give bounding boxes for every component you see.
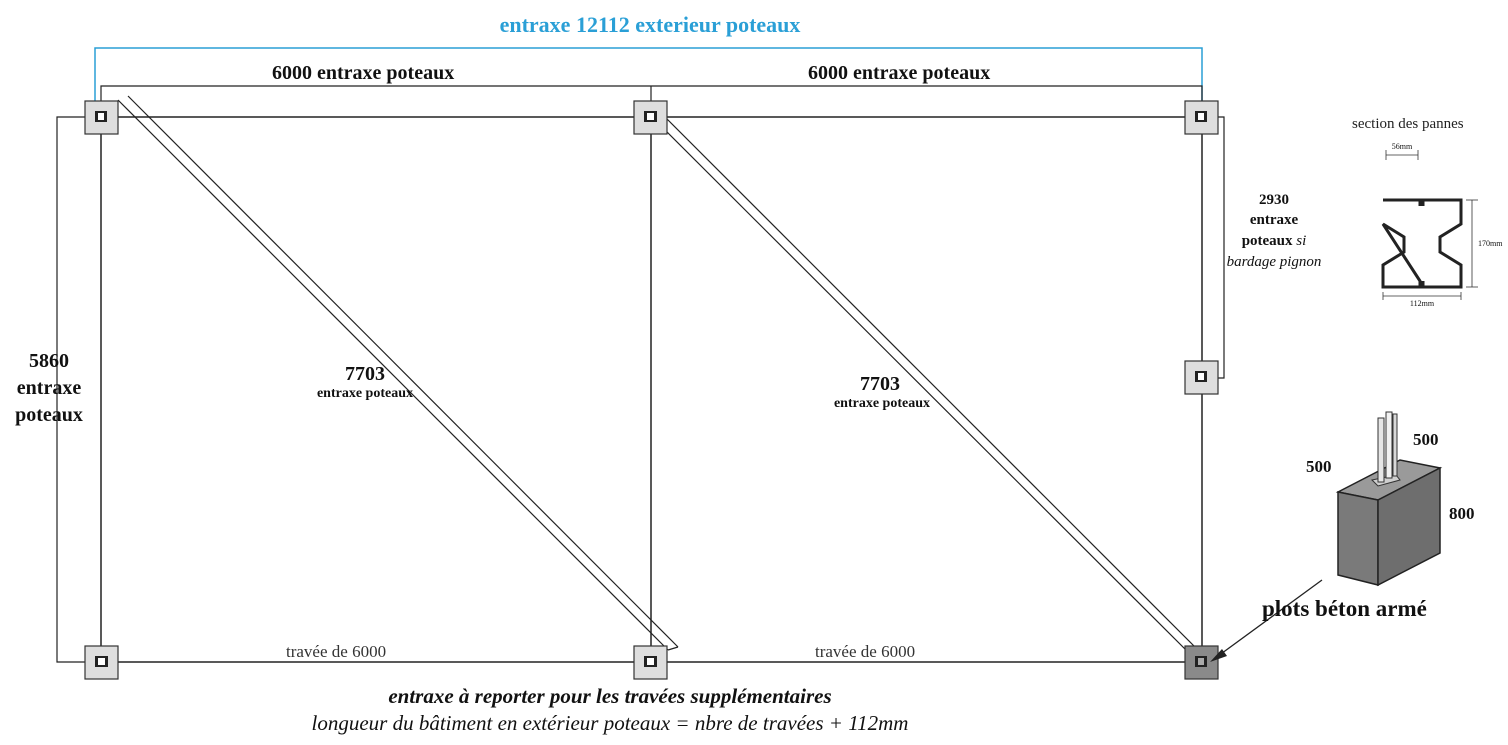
note-formula: longueur du bâtiment en extérieur poteau… (311, 711, 909, 735)
overall-dimension-line (94, 47, 1203, 116)
diagonal-right-a (654, 119, 1201, 665)
side-dimension-text2: poteaux (15, 404, 83, 426)
diagonal-left-text: entraxe poteaux (316, 386, 414, 401)
footing-arrowhead (1210, 649, 1227, 662)
diagonal-left-value: 7703 (345, 363, 385, 385)
steel-post-stub (1370, 411, 1401, 487)
gable-dimension-text3: bardage pignon (1226, 254, 1322, 270)
diagonal-left-a (117, 99, 669, 651)
diagonal-left-b (127, 95, 679, 648)
diagonal-right-text: entraxe poteaux (833, 396, 931, 411)
post-bottom-right-concrete (1184, 645, 1219, 680)
footing-arrow (1213, 579, 1323, 660)
section-title: section des pannes (1352, 116, 1464, 132)
post-top-right (1184, 100, 1219, 135)
footing-dim-b: 500 (1306, 457, 1332, 476)
footing-caption: plots béton armé (1262, 596, 1427, 621)
gable-dimension-text1: entraxe (1249, 212, 1299, 228)
side-dimension-value: 5860 (29, 350, 69, 372)
gable-dimension-value: 2930 (1259, 192, 1289, 208)
post-top-left (84, 100, 119, 135)
bay-left-top-label: 6000 entraxe poteaux (272, 62, 455, 84)
footing-dim-h: 800 (1449, 504, 1475, 523)
section-dim-width: 112mm (1409, 299, 1435, 308)
gable-dimension-text2-bold: poteaux (1241, 233, 1293, 249)
post-bottom-middle (633, 645, 668, 680)
post-gable-right (1184, 360, 1219, 395)
purlin-section-dimensions (1382, 150, 1478, 300)
diagonal-right-value: 7703 (860, 373, 900, 395)
bay-right-top-label: 6000 entraxe poteaux (808, 62, 991, 84)
post-top-middle (633, 100, 668, 135)
concrete-footing-block (1335, 459, 1443, 587)
side-dimension-text1: entraxe (16, 377, 82, 399)
diagonal-left-end (667, 646, 679, 651)
section-dim-flange: 56mm (1391, 142, 1413, 151)
gable-dimension-text2-italic: si (1296, 233, 1307, 249)
post-bottom-left (84, 645, 119, 680)
note-title: entraxe à reporter pour les travées supp… (388, 684, 832, 708)
purlin-section-profile (1381, 198, 1463, 289)
section-dim-height: 170mm (1478, 239, 1503, 248)
diagonal-right-b (664, 116, 1209, 661)
overall-dimension-label: entraxe 12112 exterieur poteaux (499, 12, 801, 37)
gable-dimension-line (1202, 116, 1225, 379)
bay-left-bottom-label: travée de 6000 (286, 642, 387, 661)
side-dimension-line (56, 116, 101, 663)
bay-right-bottom-label: travée de 6000 (815, 642, 916, 661)
gable-dimension-text2: poteaux si (1224, 234, 1324, 249)
footing-dim-a: 500 (1413, 430, 1439, 449)
